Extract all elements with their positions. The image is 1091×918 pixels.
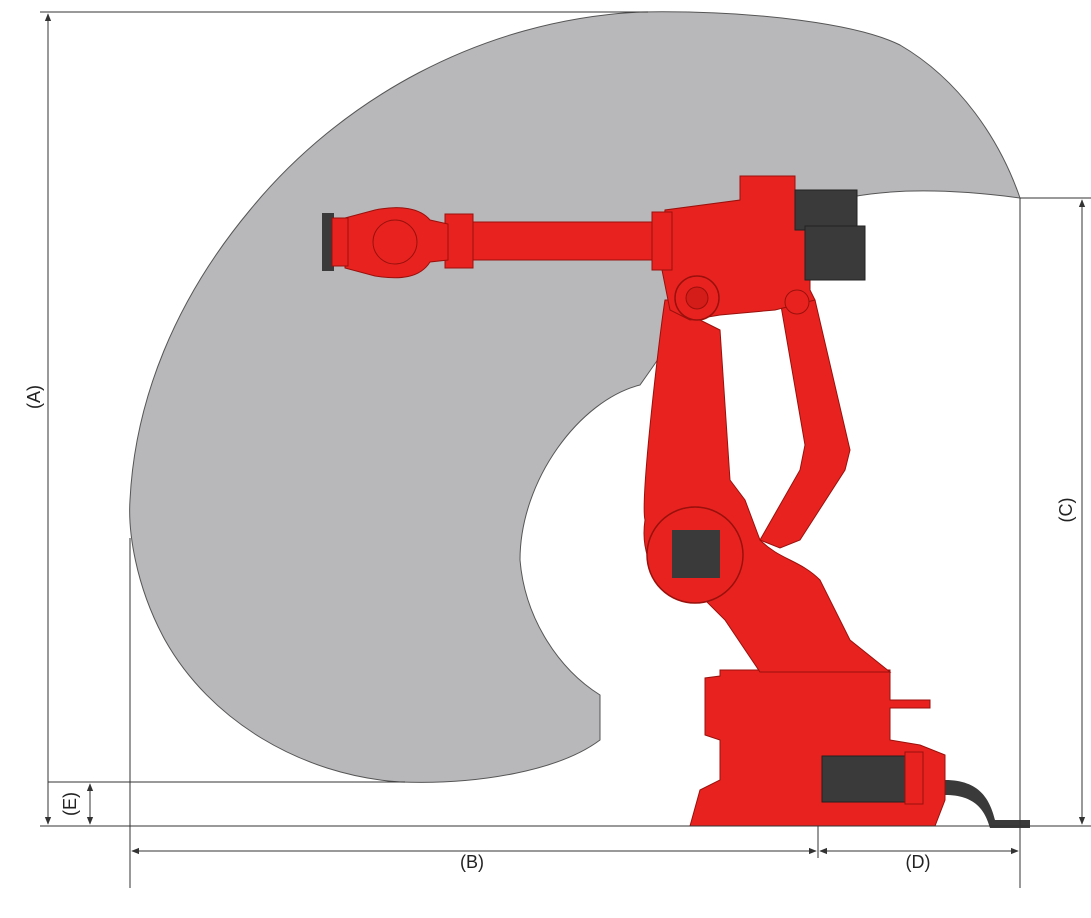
link-pivot (784, 289, 810, 315)
rear-motor-bottom (804, 225, 866, 281)
dimension-lines (40, 11, 1091, 888)
base-cable (945, 780, 1030, 828)
label-e: (E) (60, 792, 80, 816)
forearm (469, 221, 666, 261)
robot (322, 175, 1030, 828)
base-motor-cap (904, 751, 924, 805)
forearm-collar (651, 211, 673, 271)
label-d: (D) (906, 852, 931, 872)
label-b: (B) (460, 852, 484, 872)
rear-motor-top (794, 189, 858, 231)
work-envelope-area (129, 11, 1021, 783)
parallel-link (759, 299, 851, 549)
tool-flange (322, 213, 334, 271)
axis2-motor (672, 530, 720, 578)
base-motor (821, 755, 913, 803)
elbow-joint-inner (685, 286, 709, 310)
forearm-flange (444, 213, 474, 269)
tool-flange-plate (331, 217, 349, 267)
robot-column (643, 299, 892, 673)
label-a: (A) (24, 385, 44, 409)
label-c: (C) (1056, 498, 1076, 523)
wrist-joint (372, 219, 418, 265)
